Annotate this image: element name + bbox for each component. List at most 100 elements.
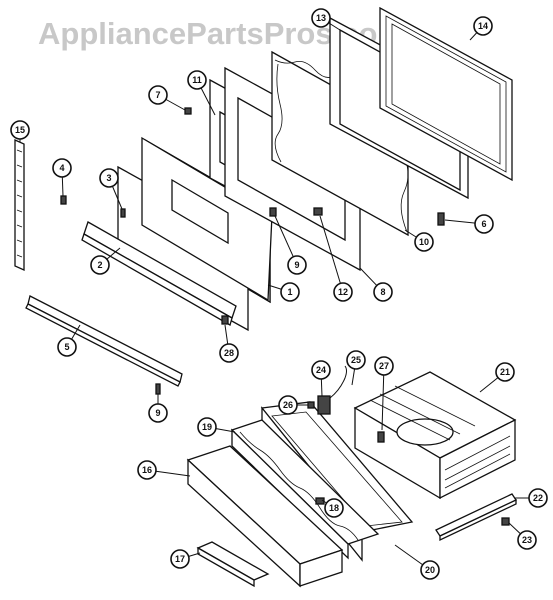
callout-7[interactable]: 7	[148, 85, 168, 105]
door-gasket	[379, 6, 513, 182]
callout-number: 27	[379, 361, 389, 371]
callout-5[interactable]: 5	[57, 337, 77, 357]
callout-number: 9	[155, 408, 160, 418]
callout-number: 23	[522, 535, 532, 545]
callout-number: 1	[287, 287, 292, 297]
callout-20[interactable]: 20	[420, 560, 440, 580]
screw-part	[269, 207, 277, 217]
callout-9b[interactable]: 9	[148, 403, 168, 423]
callout-circle	[148, 403, 168, 423]
drawer-front-panel	[186, 445, 344, 588]
callout-circle	[197, 417, 217, 437]
callout-circle	[373, 282, 393, 302]
callout-circle	[57, 337, 77, 357]
rail-roller	[501, 517, 510, 526]
callout-circle	[346, 350, 366, 370]
callout-1[interactable]: 1	[280, 282, 300, 302]
callout-26[interactable]: 26	[278, 395, 298, 415]
callout-2[interactable]: 2	[90, 255, 110, 275]
callout-4[interactable]: 4	[52, 158, 72, 178]
callout-circle	[137, 460, 157, 480]
callout-21[interactable]: 21	[495, 362, 515, 382]
callout-circle	[333, 282, 353, 302]
leader-line-27	[381, 365, 385, 431]
callout-24[interactable]: 24	[311, 360, 331, 380]
callout-16[interactable]: 16	[137, 460, 157, 480]
callout-18[interactable]: 18	[324, 498, 344, 518]
callout-number: 18	[329, 503, 339, 513]
drawer-stud	[377, 431, 385, 443]
door-side-trim	[14, 138, 25, 272]
callout-circle	[148, 85, 168, 105]
callout-13[interactable]: 13	[311, 8, 331, 28]
callout-circle	[187, 70, 207, 90]
screw-part	[184, 107, 192, 115]
callout-number: 9	[294, 260, 299, 270]
door-hinge-part	[437, 212, 445, 226]
callout-27[interactable]: 27	[374, 356, 394, 376]
callout-14[interactable]: 14	[473, 16, 493, 36]
drawer-clip	[307, 401, 315, 409]
callout-number: 17	[175, 554, 185, 564]
callout-number: 14	[478, 21, 488, 31]
callout-number: 19	[202, 422, 212, 432]
callout-circle	[474, 214, 494, 234]
callout-number: 2	[97, 260, 102, 270]
callout-9a[interactable]: 9	[287, 255, 307, 275]
callout-number: 25	[351, 355, 361, 365]
callout-number: 13	[316, 13, 326, 23]
callout-circle	[517, 530, 537, 550]
clip-part	[313, 207, 323, 216]
leader-line-12	[319, 215, 344, 293]
callout-number: 7	[155, 90, 160, 100]
callout-number: 15	[15, 125, 25, 135]
callout-circle	[473, 16, 493, 36]
callout-28[interactable]: 28	[219, 343, 239, 363]
callout-number: 6	[481, 219, 486, 229]
callout-number: 10	[419, 237, 429, 247]
callout-circle	[280, 282, 300, 302]
callout-circle	[287, 255, 307, 275]
screw-part	[60, 195, 67, 205]
callout-19[interactable]: 19	[197, 417, 217, 437]
callout-23[interactable]: 23	[517, 530, 537, 550]
drawer-bracket	[317, 395, 331, 415]
callout-circle	[10, 120, 30, 140]
callout-circle	[324, 498, 344, 518]
callout-number: 5	[64, 342, 69, 352]
callout-6[interactable]: 6	[474, 214, 494, 234]
callout-circle	[311, 8, 331, 28]
callout-22[interactable]: 22	[528, 488, 548, 508]
callout-number: 22	[533, 493, 543, 503]
screw-part	[120, 208, 126, 218]
callout-12[interactable]: 12	[333, 282, 353, 302]
screw-part	[155, 383, 161, 395]
vent-trim	[25, 295, 183, 387]
callout-number: 12	[338, 287, 348, 297]
callout-8[interactable]: 8	[373, 282, 393, 302]
callout-circle	[420, 560, 440, 580]
callout-number: 20	[425, 565, 435, 575]
callout-number: 16	[142, 465, 152, 475]
drawer-handle	[196, 541, 270, 588]
callout-circle	[495, 362, 515, 382]
callout-number: 24	[316, 365, 326, 375]
callout-circle	[528, 488, 548, 508]
callout-circle	[99, 168, 119, 188]
callout-circle	[311, 360, 331, 380]
wire-harness	[329, 365, 347, 399]
callout-circle	[414, 232, 434, 252]
callout-25[interactable]: 25	[346, 350, 366, 370]
callout-circle	[278, 395, 298, 415]
door-bottom-trim	[81, 221, 237, 326]
callout-circle	[219, 343, 239, 363]
callout-15[interactable]: 15	[10, 120, 30, 140]
callout-11[interactable]: 11	[187, 70, 207, 90]
drawer-rail	[435, 493, 517, 542]
callout-number: 8	[380, 287, 385, 297]
callout-10[interactable]: 10	[414, 232, 434, 252]
callout-17[interactable]: 17	[170, 549, 190, 569]
callout-number: 3	[106, 173, 111, 183]
callout-3[interactable]: 3	[99, 168, 119, 188]
drawer-body	[353, 371, 517, 500]
